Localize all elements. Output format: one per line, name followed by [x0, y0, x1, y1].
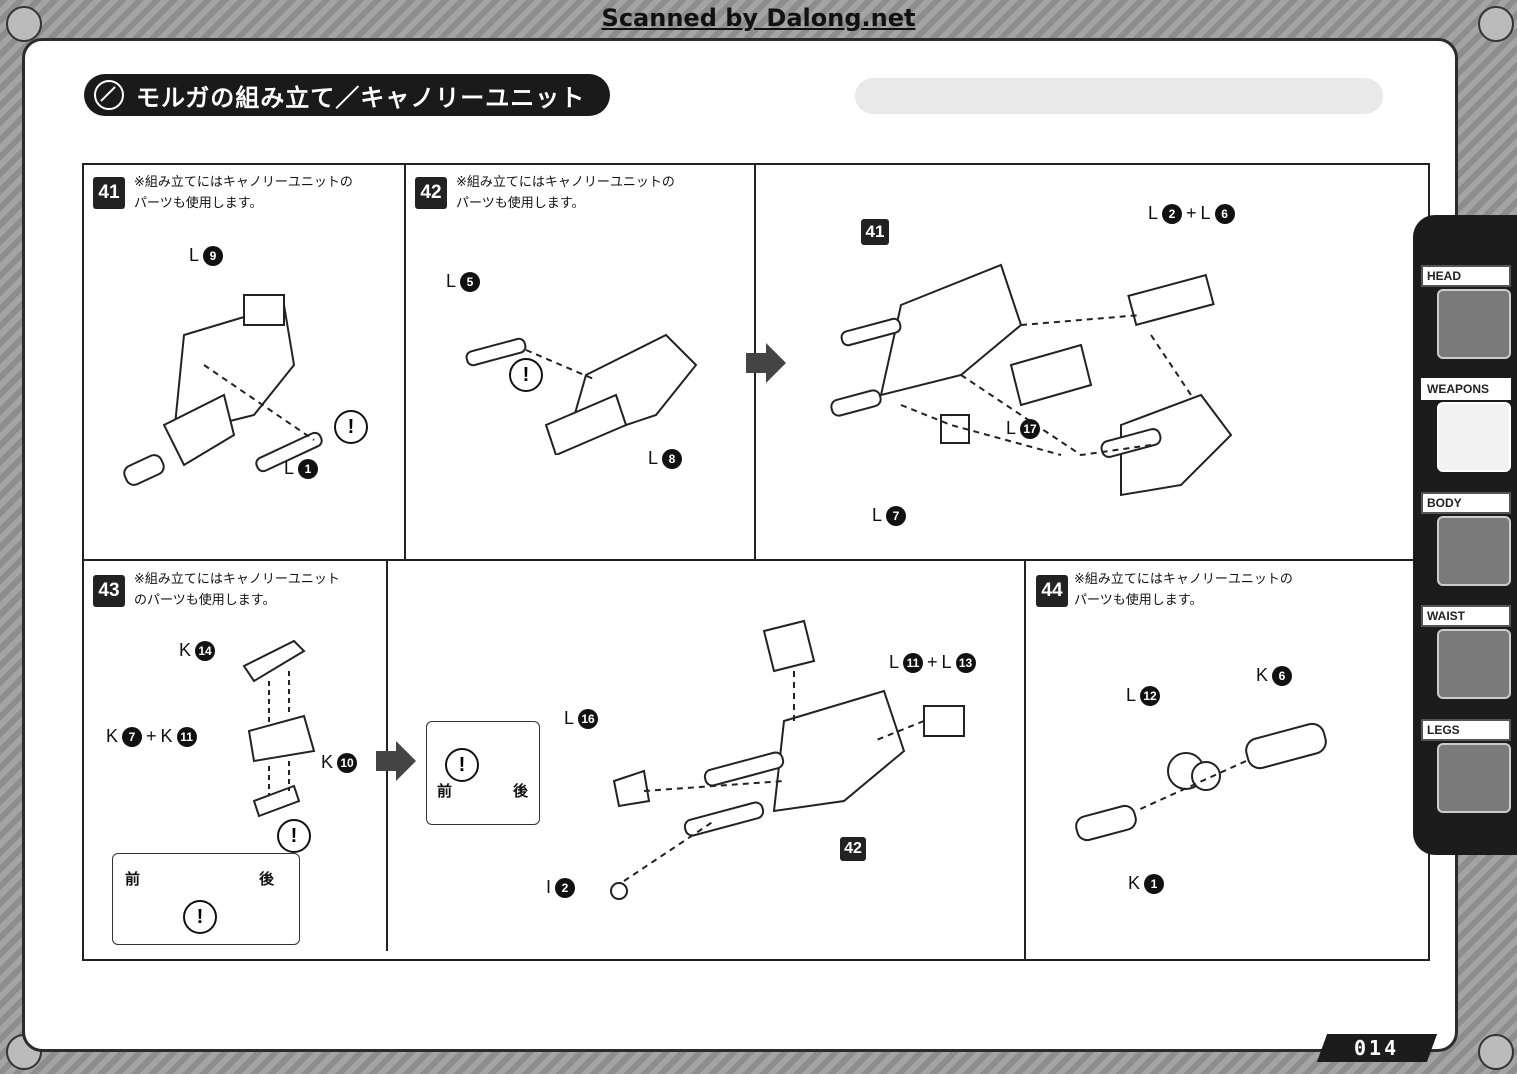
corner-ornament [1478, 6, 1514, 42]
cannon-assembly-illustration [610, 619, 965, 900]
step-note: ※組み立てにはキャノリーユニットの パーツも使用します。 [456, 175, 675, 211]
legs-thumbnail-icon [1437, 743, 1511, 813]
receiver-part-illustration [123, 294, 323, 486]
back-label: 後 [513, 782, 529, 800]
back-label: 後 [259, 870, 275, 888]
step-number-badge: 41 [93, 177, 125, 209]
ref-badge: 42 [840, 837, 866, 861]
page-number: 014 [1316, 1034, 1438, 1062]
step-number-badge: 42 [415, 177, 447, 209]
corner-ornament [6, 6, 42, 42]
tab-legs[interactable]: LEGS [1421, 719, 1511, 819]
front-label: 前 [437, 782, 453, 800]
stock-part-illustration [242, 639, 316, 818]
front-label: 前 [125, 870, 141, 888]
tab-body[interactable]: BODY [1421, 492, 1511, 592]
caution-icon: ! [277, 819, 311, 853]
step-number-badge: 43 [93, 575, 125, 607]
bleed-through-title [855, 78, 1383, 114]
section-title-bar: モルガの組み立て／キャノリーユニット [84, 74, 610, 116]
corner-ornament [1478, 1034, 1514, 1070]
step-note: ※組み立てにはキャノリーユニットの パーツも使用します。 [134, 175, 353, 211]
waist-thumbnail-icon [1437, 629, 1511, 699]
caution-icon: ! [183, 900, 217, 934]
ref-badge: 41 [861, 219, 889, 245]
orientation-inset: ! 前 後 [426, 721, 540, 825]
tab-waist[interactable]: WAIST [1421, 605, 1511, 705]
caution-icon: ! [445, 748, 479, 782]
orientation-inset: 前 後 ! [112, 853, 300, 945]
step-note: ※組み立てにはキャノリーユニット のパーツも使用します。 [134, 572, 340, 608]
weapons-thumbnail-icon [1437, 402, 1511, 472]
head-thumbnail-icon [1437, 289, 1511, 359]
gun-assembly-illustration [465, 333, 698, 455]
section-tabs: HEAD WEAPONS BODY WAIST LEGS [1413, 215, 1517, 855]
full-assembly-illustration [830, 263, 1233, 497]
caution-icon: ! [334, 410, 368, 444]
step-note: ※組み立てにはキャノリーユニットの パーツも使用します。 [1074, 572, 1293, 608]
muzzle-part-illustration [1075, 722, 1327, 842]
tab-head[interactable]: HEAD [1421, 265, 1511, 365]
body-thumbnail-icon [1437, 516, 1511, 586]
next-arrow-icon [746, 343, 786, 383]
next-arrow-icon [376, 741, 416, 781]
caution-icon: ! [509, 358, 543, 392]
tab-weapons[interactable]: WEAPONS [1421, 378, 1511, 478]
step-number-badge: 44 [1036, 575, 1068, 607]
compass-icon [94, 80, 124, 110]
section-title: モルガの組み立て／キャノリーユニット [136, 83, 586, 112]
watermark: Scanned by Dalong.net [601, 4, 916, 32]
